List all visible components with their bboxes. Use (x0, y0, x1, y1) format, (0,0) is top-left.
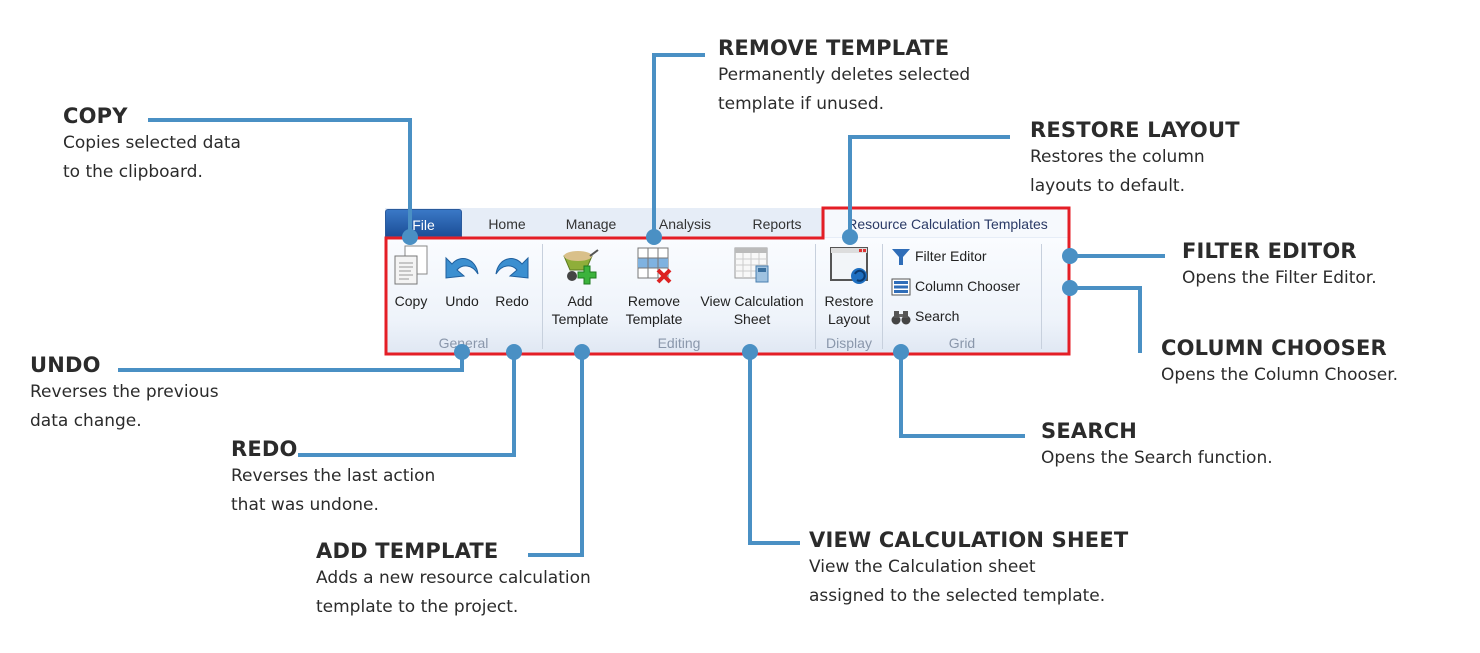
redo-label: Redo (495, 293, 529, 309)
group-label-general: General (438, 335, 489, 351)
callout-description: Copies selected data to the clipboard. (63, 133, 241, 182)
tab-resource-calculation-templates[interactable]: Resource Calculation Templates (825, 209, 1070, 237)
view-calculation-sheet-button[interactable]: View Calculation Sheet (693, 244, 811, 328)
restore-layout-icon (830, 247, 868, 284)
restore-layout-button[interactable]: Restore Layout (820, 244, 878, 328)
remove-template-button[interactable]: Remove Template (621, 244, 687, 328)
group-general: Copy Undo Redo General (385, 238, 542, 355)
column-chooser-label: Column Chooser (915, 278, 1021, 294)
add-template-label-line2: Template (551, 311, 609, 327)
group-editing: Add Template Remove Template (543, 238, 815, 355)
callout-description: Reverses the previous data change. (30, 382, 219, 431)
callout-description: Restores the column layouts to default. (1030, 147, 1205, 196)
callout-view-calculation-sheet: VIEW CALCULATION SHEET View the Calculat… (809, 527, 1128, 611)
callout-add-template: ADD TEMPLATE Adds a new resource calcula… (316, 538, 591, 622)
callout-title: SEARCH (1041, 419, 1138, 443)
undo-label: Undo (445, 293, 479, 309)
connector-view-calc (748, 352, 800, 545)
redo-icon (495, 256, 529, 279)
callout-title: REMOVE TEMPLATE (718, 36, 950, 60)
copy-icon (394, 245, 428, 285)
redo-button[interactable]: Redo (491, 244, 533, 310)
tab-manage[interactable]: Manage (565, 216, 617, 232)
tab-home[interactable]: Home (488, 216, 526, 232)
tab-file[interactable]: File (385, 209, 462, 237)
binoculars-icon (891, 311, 911, 325)
callout-description: Opens the Search function. (1041, 448, 1273, 468)
group-label-display: Display (826, 335, 872, 351)
callout-description: Opens the Filter Editor. (1182, 268, 1377, 288)
callout-remove-template: REMOVE TEMPLATE Permanently deletes sele… (718, 35, 970, 119)
calculation-sheet-icon (734, 247, 769, 283)
callout-search: SEARCH Opens the Search function. (1041, 418, 1273, 473)
callout-redo: REDO Reverses the last action that was u… (231, 436, 435, 520)
callout-title: VIEW CALCULATION SHEET (809, 528, 1129, 552)
view-calculation-sheet-label-line2: Sheet (733, 311, 771, 327)
callout-copy: COPY Copies selected data to the clipboa… (63, 103, 241, 187)
ribbon-body: Copy Undo Redo General (385, 238, 1070, 355)
restore-layout-label: Restore (824, 293, 874, 309)
group-display: Restore Layout Display (816, 238, 882, 355)
callout-title: RESTORE LAYOUT (1030, 118, 1240, 142)
ribbon: File Home Manage Analysis Reports Resour… (385, 208, 1070, 355)
copy-button[interactable]: Copy (391, 244, 431, 310)
callout-title: ADD TEMPLATE (316, 539, 499, 563)
restore-layout-label-line2: Layout (827, 311, 871, 327)
callout-title: REDO (231, 437, 298, 461)
ribbon-tab-bar: File Home Manage Analysis Reports Resour… (385, 208, 1070, 238)
column-chooser-icon (891, 278, 911, 296)
view-calculation-sheet-label: View Calculation (700, 293, 804, 309)
group-separator (1041, 244, 1042, 349)
group-grid: Filter Editor Column Chooser Search Grid (883, 238, 1041, 355)
callout-undo: UNDO Reverses the previous data change. (30, 352, 219, 436)
callout-description: Reverses the last action that was undone… (231, 466, 436, 515)
tab-reports[interactable]: Reports (752, 216, 802, 232)
callout-column-chooser: COLUMN CHOOSER Opens the Column Chooser. (1161, 335, 1398, 390)
callout-title: COLUMN CHOOSER (1161, 336, 1387, 360)
callout-description: Opens the Column Chooser. (1161, 365, 1399, 385)
callout-description: Permanently deletes selected template if… (718, 65, 971, 114)
connector-column-chooser (1070, 286, 1142, 353)
callout-title: COPY (63, 104, 128, 128)
callout-title: UNDO (30, 353, 101, 377)
callout-description: View the Calculation sheet assigned to t… (809, 557, 1106, 606)
add-template-button[interactable]: Add Template (547, 244, 613, 328)
filter-editor-button[interactable]: Filter Editor (891, 245, 987, 267)
add-template-label: Add (567, 293, 593, 309)
callout-description: Adds a new resource calculation template… (316, 568, 591, 617)
group-label-editing: Editing (657, 335, 701, 351)
connector-search (899, 352, 1025, 438)
remove-template-label-line2: Template (625, 311, 683, 327)
copy-label: Copy (394, 293, 428, 309)
undo-icon (445, 256, 479, 279)
add-template-icon (563, 249, 599, 285)
remove-template-label: Remove (627, 293, 681, 309)
callout-title: FILTER EDITOR (1182, 239, 1357, 263)
callout-restore-layout: RESTORE LAYOUT Restores the column layou… (1030, 117, 1240, 201)
connector-add-template (528, 352, 584, 557)
undo-button[interactable]: Undo (441, 244, 483, 310)
remove-template-icon (637, 247, 672, 284)
filter-editor-label: Filter Editor (915, 248, 987, 264)
column-chooser-button[interactable]: Column Chooser (891, 275, 1020, 297)
callout-filter-editor: FILTER EDITOR Opens the Filter Editor. (1182, 238, 1377, 293)
search-label: Search (915, 308, 960, 324)
group-label-grid: Grid (948, 335, 976, 351)
tab-analysis[interactable]: Analysis (658, 216, 712, 232)
filter-icon (892, 249, 910, 266)
search-button[interactable]: Search (891, 305, 959, 327)
